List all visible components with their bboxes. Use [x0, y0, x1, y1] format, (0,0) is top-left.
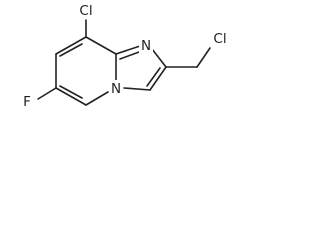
- bonds: [37, 19, 211, 106]
- bond-c8-c7: [55, 36, 87, 55]
- bond-c6-f: [37, 87, 57, 100]
- atom-f: F: [23, 94, 31, 110]
- bond-c8a-n1-inner: [119, 51, 140, 60]
- bond-ch2-cl: [196, 47, 211, 68]
- bond-c3-n4: [123, 87, 151, 91]
- atom-cl-top: Cl: [79, 3, 92, 19]
- bond-c8a-c8: [85, 36, 117, 55]
- bond-c5-n4: [85, 91, 109, 106]
- bond-c2-c3: [149, 66, 167, 91]
- bond-n1-c2: [151, 48, 167, 68]
- molecule-structure: Cl N N Cl F: [23, 3, 226, 110]
- atom-cl-side: Cl: [213, 31, 226, 47]
- bond-c6-c5-inner: [59, 85, 83, 99]
- atom-n-bridge: N: [111, 81, 121, 97]
- bond-c8-c7-inner: [59, 43, 83, 57]
- bond-c8a-n1: [115, 45, 141, 55]
- atom-n-ring: N: [141, 38, 151, 54]
- bond-c6-c5: [55, 87, 87, 106]
- atom-labels: Cl N N Cl F: [23, 3, 226, 110]
- bond-c2-c3-inner: [146, 67, 161, 87]
